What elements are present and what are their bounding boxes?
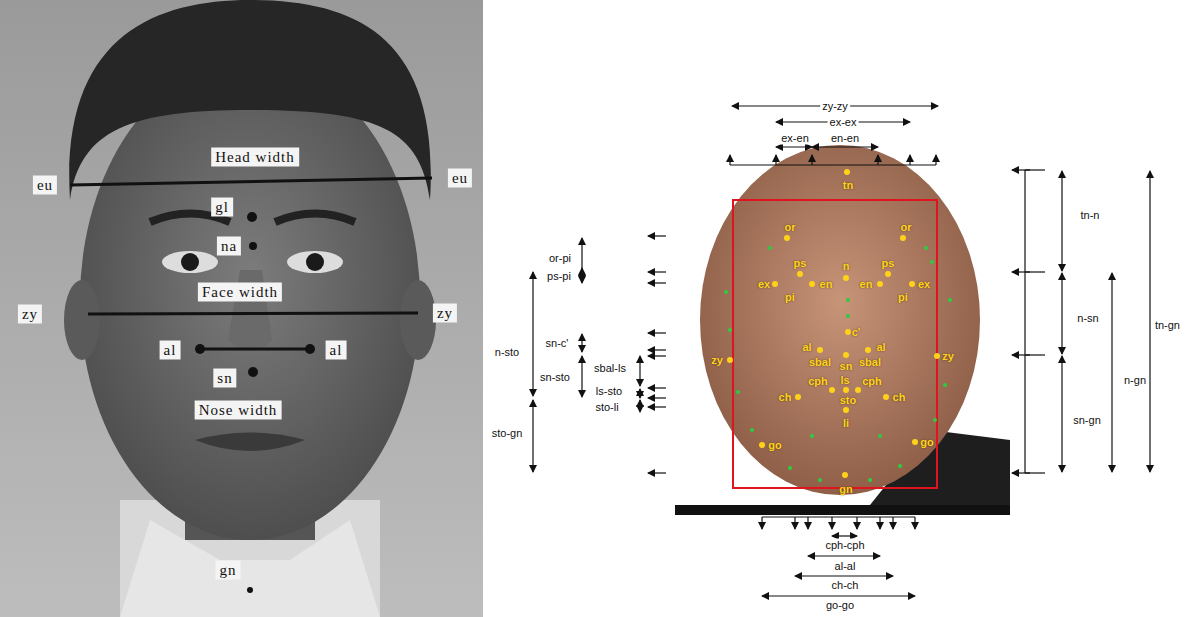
landmark-label: ex (758, 279, 770, 290)
dimension-label: sn-c' (544, 337, 571, 350)
landmark-tag: al (160, 341, 181, 360)
dimension-label: n-gn (1122, 374, 1148, 387)
dimension-label: cph-cph (823, 539, 866, 552)
landmark-label: c' (852, 327, 861, 338)
landmark-label: ex (918, 279, 930, 290)
landmark-label: pi (785, 292, 795, 303)
landmark-label: pi (898, 292, 908, 303)
dimension-label: or-pi (547, 252, 573, 265)
landmark-label: sbal (809, 357, 831, 368)
landmark-label: cph (862, 376, 882, 387)
dimension-label: n-sn (1075, 312, 1100, 325)
dimension-label: ls-sto (594, 385, 624, 398)
landmark-tag: gn (216, 561, 241, 580)
landmark-tag: Nose width (195, 401, 282, 420)
landmark-label: or (785, 222, 796, 233)
landmark-label: al (876, 342, 885, 353)
landmark-label: zy (711, 355, 723, 366)
landmark-label: al (802, 342, 811, 353)
dimension-label: ps-pi (545, 270, 573, 283)
landmark-label: en (860, 279, 873, 290)
landmark-label: tn (843, 180, 853, 191)
dimension-label: ex-en (779, 132, 811, 145)
dimension-label: zy-zy (820, 100, 850, 113)
dimension-label: tn-n (1079, 209, 1102, 222)
landmark-label: go (920, 437, 933, 448)
dimension-label: sbal-ls (592, 362, 628, 375)
landmark-tag: sn (213, 369, 236, 388)
dimension-label: en-en (829, 132, 861, 145)
landmark-label: cph (808, 376, 828, 387)
landmark-label: gn (839, 484, 852, 495)
dimension-label: ch-ch (830, 579, 861, 592)
landmark-tag: eu (33, 176, 57, 195)
landmark-tag: na (217, 237, 241, 256)
landmark-tag: zy (18, 305, 42, 324)
landmark-label: or (901, 222, 912, 233)
landmark-label: sn (840, 361, 853, 372)
landmark-label: ps (882, 258, 895, 269)
landmark-label: n (843, 261, 850, 272)
dimension-label: sto-gn (490, 427, 525, 440)
face-photo (675, 145, 1010, 515)
dimension-label: n-sto (493, 346, 521, 359)
landmark-label: ch (779, 392, 792, 403)
dimension-label: sn-sto (538, 371, 572, 384)
dimension-arrows (533, 106, 1150, 596)
landmark-label: sbal (859, 357, 881, 368)
landmark-tag: Head width (211, 148, 299, 167)
landmark-label: ps (794, 258, 807, 269)
landmark-tag: eu (448, 169, 472, 188)
landmark-label: ls (840, 375, 849, 386)
portrait-photo (0, 0, 483, 617)
dimension-label: tn-gn (1153, 319, 1182, 332)
landmark-tag: al (326, 341, 347, 360)
landmark-tag: zy (433, 304, 457, 323)
dimension-label: ex-ex (828, 116, 859, 129)
dimension-label: sn-gn (1071, 414, 1103, 427)
landmark-label: zy (942, 351, 954, 362)
dimension-label: al-al (833, 560, 858, 573)
landmark-label: ch (893, 392, 906, 403)
dimension-label: sto-li (593, 401, 620, 414)
landmark-tag: gl (211, 198, 233, 217)
landmark-tag: Face width (198, 283, 282, 302)
landmark-label: go (768, 440, 781, 451)
landmark-label: li (843, 418, 849, 429)
dimension-label: go-go (824, 599, 856, 612)
landmark-label: sto (840, 395, 857, 406)
landmark-label: en (820, 279, 833, 290)
